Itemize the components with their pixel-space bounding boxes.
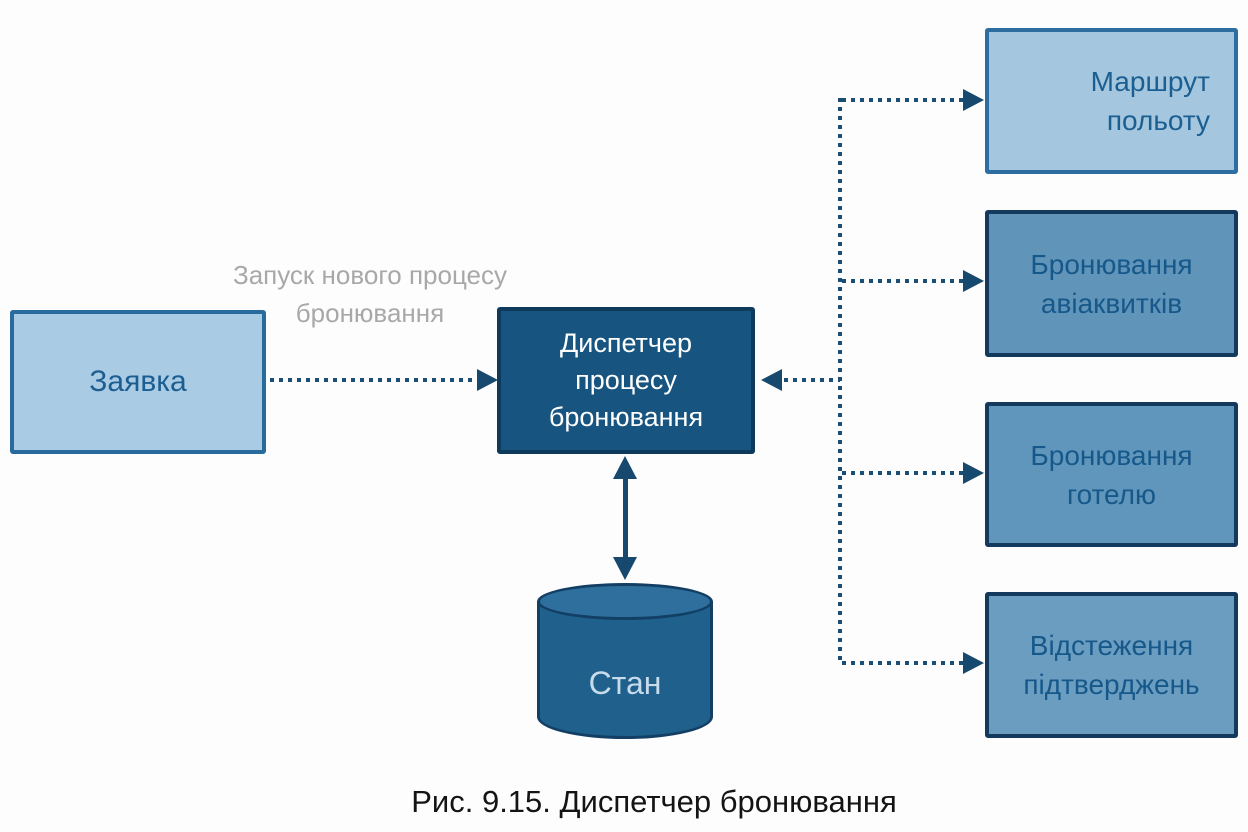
arrow-to-flight-booking-line xyxy=(842,279,963,283)
node-flight-booking-line: Бронювання xyxy=(1030,248,1193,280)
arrowhead-down-icon xyxy=(613,557,637,580)
node-state-label: Стан xyxy=(588,665,662,701)
arrowhead-left-icon xyxy=(761,369,782,391)
node-flight-route-line: Маршрут xyxy=(1090,66,1210,97)
arrow-services-to-dispatcher-line xyxy=(784,378,840,382)
cylinder-body xyxy=(537,601,713,739)
arrow-to-confirmation-tracking-line xyxy=(842,661,963,665)
node-dispatcher-line: Диспетчер xyxy=(559,328,693,358)
node-confirmation-tracking: Відстеження підтверджень xyxy=(985,592,1238,738)
cylinder-top-ellipse xyxy=(537,583,713,620)
arrowhead-right-icon xyxy=(963,652,984,674)
arrow-to-hotel-booking-line xyxy=(842,471,963,475)
node-hotel-booking-line: Бронювання xyxy=(1030,439,1193,471)
node-state-datastore: Стан xyxy=(537,583,713,739)
arrow-request-to-dispatcher-line xyxy=(270,378,477,382)
node-confirmation-tracking-line: Відстеження xyxy=(1029,630,1194,661)
edge-label-start-new-process: Запуск нового процесу бронювання xyxy=(228,256,512,332)
arrowhead-right-icon xyxy=(963,89,984,111)
figure-caption: Рис. 9.15. Диспетчер бронювання xyxy=(411,784,897,819)
edge-label-line: Запуск нового xyxy=(232,260,402,290)
node-flight-booking: Бронювання авіаквитків xyxy=(985,210,1238,357)
arrowhead-right-icon xyxy=(963,270,984,292)
node-dispatcher: Диспетчер процесу бронювання xyxy=(497,307,755,454)
node-dispatcher-line: процесу xyxy=(575,365,677,395)
arrowhead-right-icon xyxy=(477,369,498,391)
node-dispatcher-line: бронювання xyxy=(548,402,704,432)
connector-vertical-line xyxy=(838,98,842,665)
node-flight-booking-line: авіаквитків xyxy=(1040,287,1183,319)
node-hotel-booking-line: готелю xyxy=(1066,478,1157,510)
arrowhead-up-icon xyxy=(613,456,637,479)
edge-label-line: процесу xyxy=(408,260,508,290)
arrow-to-flight-route-line xyxy=(842,98,963,102)
node-hotel-booking: Бронювання готелю xyxy=(985,402,1238,547)
arrowhead-right-icon xyxy=(963,462,984,484)
edge-label-line: бронювання xyxy=(295,298,445,328)
arrow-dispatcher-state-line xyxy=(623,468,628,564)
node-flight-route: Маршрут польоту xyxy=(985,28,1238,174)
node-confirmation-tracking-line: підтверджень xyxy=(1023,669,1200,700)
node-flight-route-line: польоту xyxy=(1106,105,1210,136)
node-request-label: Заявка xyxy=(89,365,187,398)
node-request: Заявка xyxy=(10,310,266,454)
